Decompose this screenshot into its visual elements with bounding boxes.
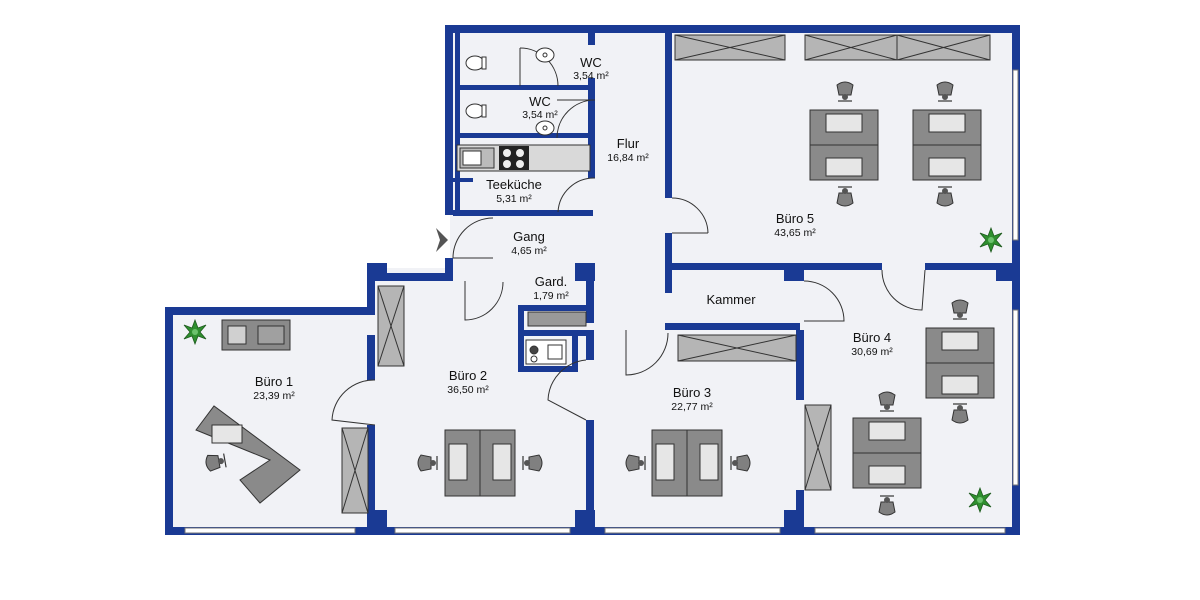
desk-icon bbox=[852, 417, 922, 489]
window-icon bbox=[1012, 309, 1019, 486]
wardrobe-rail bbox=[527, 311, 587, 327]
door-swing-icon bbox=[452, 217, 494, 259]
desk-icon bbox=[925, 327, 995, 399]
room-area-gang: 4,65 m² bbox=[511, 245, 547, 257]
room-area-buero5: 43,65 m² bbox=[774, 227, 816, 239]
room-area-buero3: 22,77 m² bbox=[671, 401, 713, 413]
cabinet-icon bbox=[804, 34, 898, 61]
door-swing-icon bbox=[625, 330, 669, 376]
room-name-gang: Gang bbox=[513, 229, 545, 244]
door-swing-icon bbox=[464, 281, 504, 321]
door-swing-icon bbox=[803, 280, 845, 322]
desk-icon bbox=[444, 429, 516, 497]
sanitary bbox=[465, 47, 555, 136]
desks bbox=[195, 109, 995, 504]
cabinet-icon bbox=[341, 427, 369, 514]
window-icon bbox=[604, 527, 781, 534]
room-name-wc-bottom: WC bbox=[529, 94, 551, 109]
desk-icon bbox=[651, 429, 723, 497]
cabinet-icon bbox=[804, 404, 832, 491]
cabinets bbox=[341, 34, 991, 514]
toilet-icon bbox=[465, 55, 487, 71]
cabinet-icon bbox=[896, 34, 991, 61]
room-name-teekueche: Teeküche bbox=[486, 177, 542, 192]
windows bbox=[184, 69, 1019, 534]
room-area-buero2: 36,50 m² bbox=[447, 384, 489, 396]
window-icon bbox=[394, 527, 571, 534]
sink-icon bbox=[459, 147, 495, 169]
cabinet-icon bbox=[674, 34, 786, 61]
room-area-wc-top: 3,54 m² bbox=[573, 70, 609, 82]
sink-icon bbox=[535, 120, 555, 136]
room-name-buero2: Büro 2 bbox=[449, 368, 487, 383]
door-swing-icon bbox=[331, 379, 376, 426]
kitchenette bbox=[456, 144, 591, 172]
walls bbox=[165, 25, 1020, 535]
room-area-flur: 16,84 m² bbox=[607, 152, 649, 164]
cabinet-icon bbox=[377, 285, 405, 367]
sofa-icon bbox=[221, 319, 291, 351]
window-icon bbox=[184, 527, 356, 534]
cabinet-icon bbox=[677, 334, 797, 362]
sink-icon bbox=[535, 47, 555, 63]
room-name-flur: Flur bbox=[617, 136, 640, 151]
door-swing-icon bbox=[557, 177, 596, 213]
window-icon bbox=[1012, 69, 1019, 241]
room-name-gard: Gard. bbox=[535, 274, 568, 289]
stove-icon bbox=[499, 146, 529, 170]
room-name-buero4: Büro 4 bbox=[853, 330, 891, 345]
room-area-wc-bottom: 3,54 m² bbox=[522, 109, 558, 121]
desk-icon bbox=[809, 109, 879, 181]
door-swing-icon bbox=[671, 197, 709, 234]
desk-icon bbox=[195, 405, 301, 504]
room-name-wc-top: WC bbox=[580, 55, 602, 70]
desk-icon bbox=[912, 109, 982, 181]
room-area-teekueche: 5,31 m² bbox=[496, 193, 532, 205]
sink-icon bbox=[525, 339, 567, 365]
room-name-buero3: Büro 3 bbox=[673, 385, 711, 400]
window-icon bbox=[814, 527, 1006, 534]
doors bbox=[331, 47, 926, 426]
room-name-buero1: Büro 1 bbox=[255, 374, 293, 389]
door-swing-icon bbox=[881, 269, 926, 311]
room-labels: WC 3,54 m² WC 3,54 m² Flur 16,84 m² Teek… bbox=[253, 55, 893, 413]
room-area-buero1: 23,39 m² bbox=[253, 390, 295, 402]
door-swing-icon bbox=[556, 99, 596, 139]
entry-arrow-icon bbox=[436, 228, 448, 252]
door-swing-icon bbox=[547, 359, 587, 421]
room-name-buero5: Büro 5 bbox=[776, 211, 814, 226]
toilet-icon bbox=[465, 103, 487, 119]
room-area-buero4: 30,69 m² bbox=[851, 346, 893, 358]
room-name-kammer: Kammer bbox=[706, 292, 756, 307]
room-area-gard: 1,79 m² bbox=[533, 290, 569, 302]
